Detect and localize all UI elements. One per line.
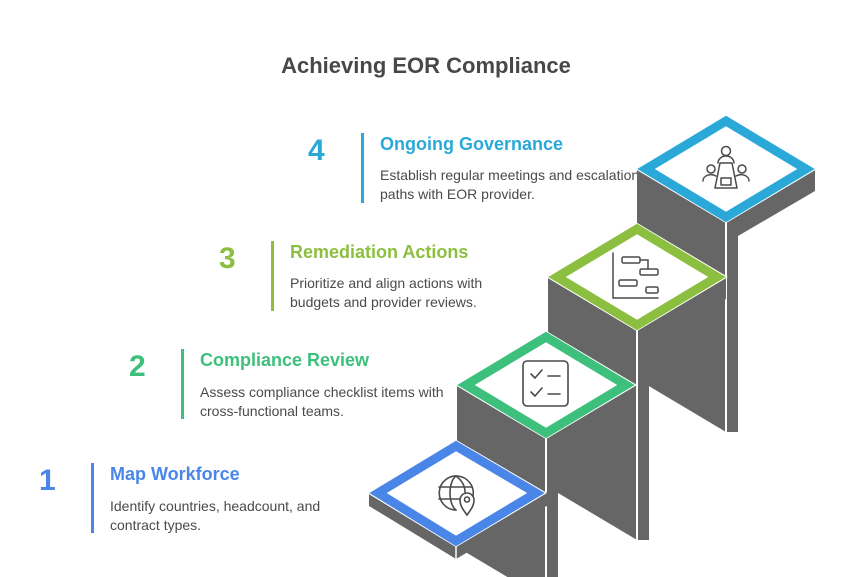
meeting-table-icon (702, 145, 750, 189)
globe-location-icon (438, 475, 475, 517)
step-1-description: Identify countries, headcount, and contr… (110, 498, 321, 533)
step-1-number: 1 (39, 464, 56, 497)
step-1-bar (91, 463, 94, 533)
step-1-heading: Map Workforce (110, 464, 240, 484)
step-4-number: 4 (308, 134, 325, 167)
step-2-heading: Compliance Review (200, 350, 370, 370)
gantt-chart-icon (612, 252, 659, 299)
step-2-description: Assess compliance checklist items with c… (200, 384, 444, 419)
step-2-bar (181, 349, 184, 419)
step-1-block (367, 439, 557, 559)
step-4-bar (361, 133, 364, 203)
checklist-icon (522, 360, 569, 407)
step-2-number: 2 (129, 350, 146, 383)
step-3-number: 3 (219, 242, 236, 275)
step-3-bar (271, 241, 274, 311)
diagram-title: Achieving EOR Compliance (281, 53, 571, 78)
step-3-description: Prioritize and align actions with budget… (290, 275, 483, 310)
step-4-description: Establish regular meetings and escalatio… (380, 167, 640, 202)
step-3-heading: Remediation Actions (290, 242, 469, 262)
step-4-heading: Ongoing Governance (380, 134, 564, 154)
